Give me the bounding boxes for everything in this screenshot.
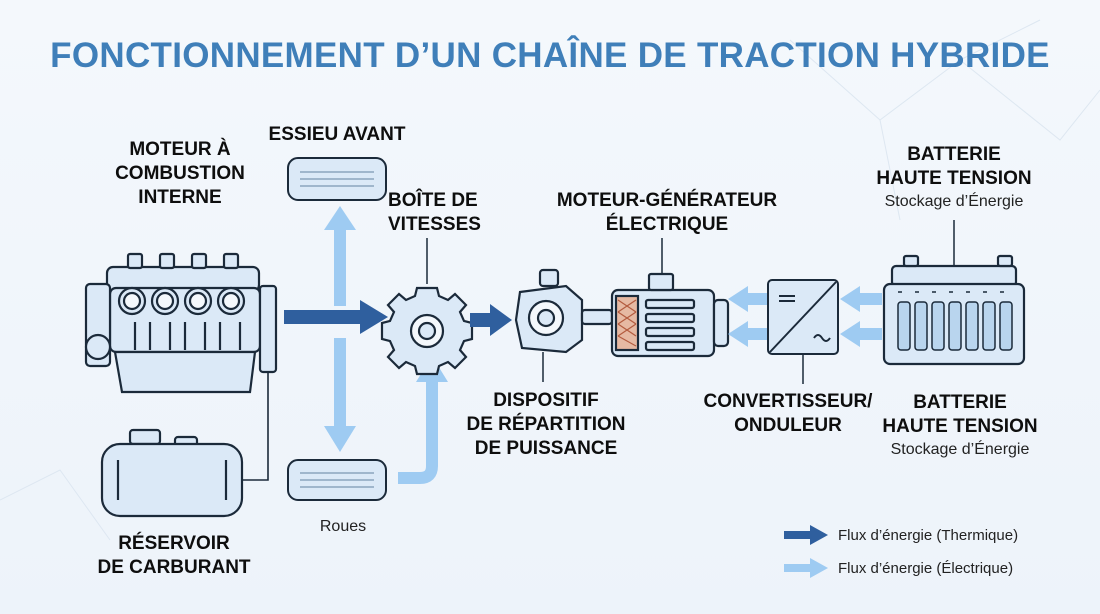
fuel-tank-label-line-2: DE CARBURANT xyxy=(97,557,251,578)
gearbox-label-line-2: VITESSES xyxy=(388,214,481,235)
page-title: FONCTIONNEMENT D’UN CHAÎNE DE TRACTION H… xyxy=(50,36,1050,75)
electric-arrows-converter-motor xyxy=(728,286,768,347)
thermal-arrow-gearbox-split xyxy=(470,304,512,336)
converter-label: CONVERTISSEUR/ ONDULEUR xyxy=(700,390,876,438)
wheels-to-gearbox-arrow xyxy=(398,382,438,484)
motor-generator-label: MOTEUR-GÉNÉRATEUR ÉLECTRIQUE xyxy=(556,189,778,237)
motor-generator-label-line-1: MOTEUR-GÉNÉRATEUR xyxy=(556,190,778,211)
electric-arrows-battery-converter xyxy=(840,286,882,347)
engine-label-line-3: INTERNE xyxy=(138,187,222,208)
background-network xyxy=(0,19,1100,541)
converter-label-line-1: CONVERTISSEUR/ xyxy=(703,391,873,412)
converter-label-line-2: ONDULEUR xyxy=(734,415,842,436)
battery-bottom-label-line-2: HAUTE TENSION xyxy=(882,416,1038,437)
battery-bottom-label-line-1: BATTERIE xyxy=(913,392,1007,413)
battery-bottom-label: BATTERIE HAUTE TENSION xyxy=(872,391,1048,439)
gearbox-label-line-1: BOÎTE DE xyxy=(388,190,478,211)
battery-top-label-line-2: HAUTE TENSION xyxy=(876,168,1032,189)
fuel-tank-label: RÉSERVOIR DE CARBURANT xyxy=(96,532,252,580)
wheels-icon xyxy=(287,459,387,501)
wheels-arrow xyxy=(324,338,356,452)
battery-top-label-line-1: BATTERIE xyxy=(907,144,1001,165)
engine-icon xyxy=(84,252,278,394)
engine-label-line-1: MOTEUR À xyxy=(129,139,231,160)
converter-icon xyxy=(767,279,839,355)
battery-icon xyxy=(882,254,1026,366)
legend-electric-arrow xyxy=(784,558,828,578)
legend-thermal-arrow xyxy=(784,525,828,545)
fuel-tank-label-line-1: RÉSERVOIR xyxy=(118,533,230,554)
battery-bottom-subtitle: Stockage d’Énergie xyxy=(890,441,1030,458)
battery-top-subtitle: Stockage d’Énergie xyxy=(884,193,1024,210)
motor-generator-label-line-2: ÉLECTRIQUE xyxy=(605,214,729,235)
axle-arrow xyxy=(324,206,356,306)
battery-top-label: BATTERIE HAUTE TENSION xyxy=(866,143,1042,191)
legend-electric-label: Flux d’énergie (Électrique) xyxy=(838,560,1014,577)
fuel-line xyxy=(242,372,269,481)
front-axle-label: ESSIEU AVANT xyxy=(268,124,406,145)
power-split-icon xyxy=(514,268,614,354)
engine-label-line-2: COMBUSTION xyxy=(115,163,245,184)
front-axle-icon xyxy=(287,157,387,201)
wheels-label: Roues xyxy=(319,518,367,535)
power-split-label-line-1: DISPOSITIF xyxy=(493,390,599,411)
power-split-label: DISPOSITIF DE RÉPARTITION DE PUISSANCE xyxy=(458,389,634,461)
power-split-label-line-2: DE RÉPARTITION xyxy=(466,414,626,435)
power-split-label-line-3: DE PUISSANCE xyxy=(474,438,618,459)
legend-thermal-label: Flux d’énergie (Thermique) xyxy=(838,527,1019,544)
thermal-arrow-engine-gearbox xyxy=(284,300,388,334)
gearbox-label: BOÎTE DE VITESSES xyxy=(388,189,481,237)
fuel-tank-icon xyxy=(100,428,244,518)
engine-label: MOTEUR À COMBUSTION INTERNE xyxy=(94,138,266,210)
motor-generator-icon xyxy=(610,272,730,358)
gearbox-icon xyxy=(380,286,474,376)
